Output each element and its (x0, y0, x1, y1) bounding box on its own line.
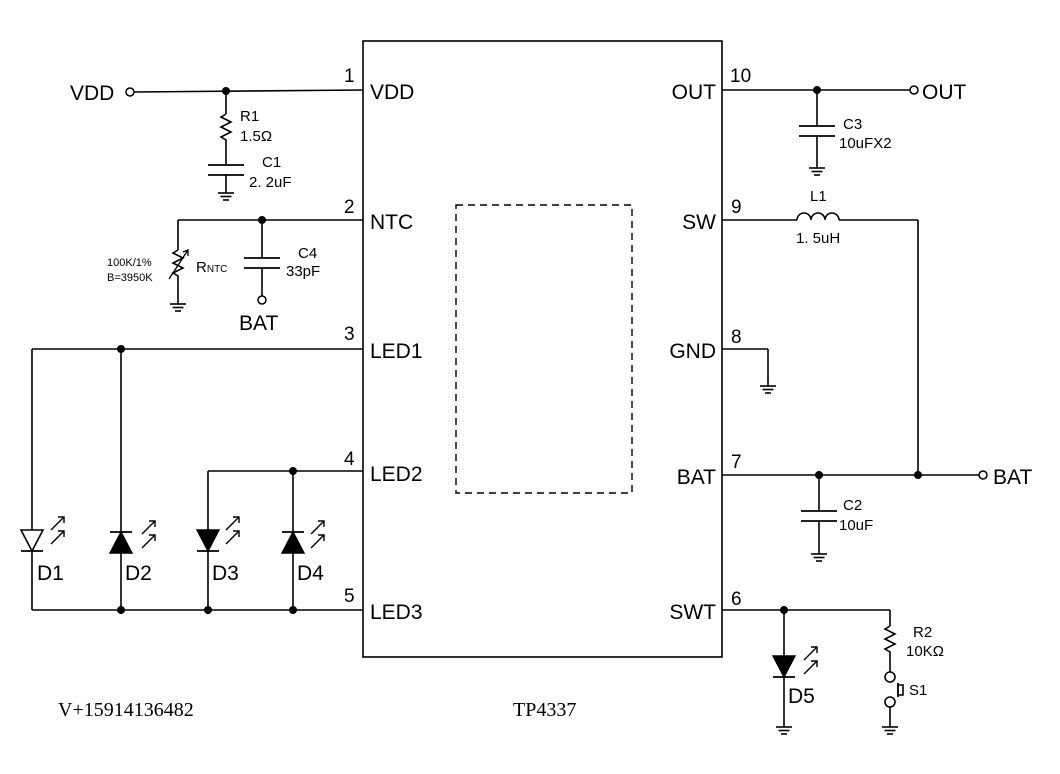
bat-net (722, 470, 988, 562)
rntc-ref: RNTC (196, 259, 227, 276)
pin-3-label: LED1 (370, 340, 423, 363)
r2-resistor (883, 610, 897, 672)
c4-capacitor (244, 220, 280, 305)
r1-resistor (219, 113, 233, 164)
d2-ref: D2 (125, 562, 152, 585)
out-terminal-label: OUT (922, 81, 967, 104)
pin-6-number: 6 (731, 589, 742, 610)
pin-4-number: 4 (344, 449, 355, 470)
c3-value: 10uFX2 (839, 135, 892, 152)
d5-ref: D5 (788, 685, 815, 708)
pin-5-label: LED3 (370, 601, 423, 624)
l1-value: 1. 5uH (796, 230, 840, 247)
pin-3-number: 3 (344, 324, 355, 345)
d4-ref: D4 (297, 562, 324, 585)
bat-terminal-label: BAT (993, 466, 1032, 489)
c2-ref: C2 (843, 497, 862, 514)
pin-2-number: 2 (344, 197, 355, 218)
pin-2-label: NTC (370, 211, 413, 234)
pin-7-label: BAT (677, 466, 716, 489)
pin-10-number: 10 (730, 66, 751, 87)
c4-value: 33pF (286, 263, 320, 280)
rntc-spec-2: B=3950K (107, 272, 153, 284)
pin-9-number: 9 (731, 197, 742, 218)
l1-ref: L1 (810, 188, 827, 205)
pin-1-number: 1 (344, 66, 355, 87)
gnd-net (722, 348, 777, 394)
r2-value: 10KΩ (906, 643, 944, 660)
chip-name: TP4337 (513, 699, 576, 721)
d3-led (195, 516, 240, 553)
c1-capacitor (208, 164, 244, 201)
c1-ref: C1 (262, 154, 281, 171)
sw-net (722, 212, 919, 475)
pin-8-number: 8 (731, 327, 742, 348)
rntc-spec-1: 100K/1% (107, 257, 152, 269)
s1-pushbutton (881, 671, 904, 735)
r1-ref: R1 (240, 108, 259, 125)
vdd-terminal-label: VDD (70, 82, 114, 105)
pin-8-label: GND (669, 340, 716, 363)
d2-led (108, 520, 156, 554)
pin-4-label: LED2 (370, 463, 423, 486)
out-net (722, 85, 919, 176)
rntc-thermistor (168, 249, 189, 312)
pin-10-label: OUT (672, 81, 717, 104)
swt-net (722, 606, 890, 735)
d1-led (19, 516, 65, 553)
c3-ref: C3 (843, 116, 862, 133)
vdd-net (125, 87, 364, 114)
ntc-net (177, 216, 363, 250)
c4-ref: C4 (298, 245, 317, 262)
s1-ref: S1 (909, 682, 927, 699)
d4-led (280, 520, 325, 554)
pin-1-label: VDD (370, 81, 414, 104)
pin-7-number: 7 (731, 452, 742, 473)
d3-ref: D3 (212, 562, 239, 585)
contact-text: V+15914136482 (58, 699, 194, 721)
pin-9-label: SW (682, 211, 716, 234)
d1-ref: D1 (37, 562, 64, 585)
c1-value: 2. 2uF (249, 174, 292, 191)
ntc-bat-terminal-label: BAT (239, 312, 278, 335)
pin-5-number: 5 (344, 586, 355, 607)
c2-value: 10uF (839, 517, 873, 534)
r2-ref: R2 (913, 624, 932, 641)
pin-6-label: SWT (669, 601, 716, 624)
r1-value: 1.5Ω (240, 128, 272, 145)
thermal-pad (455, 204, 633, 494)
